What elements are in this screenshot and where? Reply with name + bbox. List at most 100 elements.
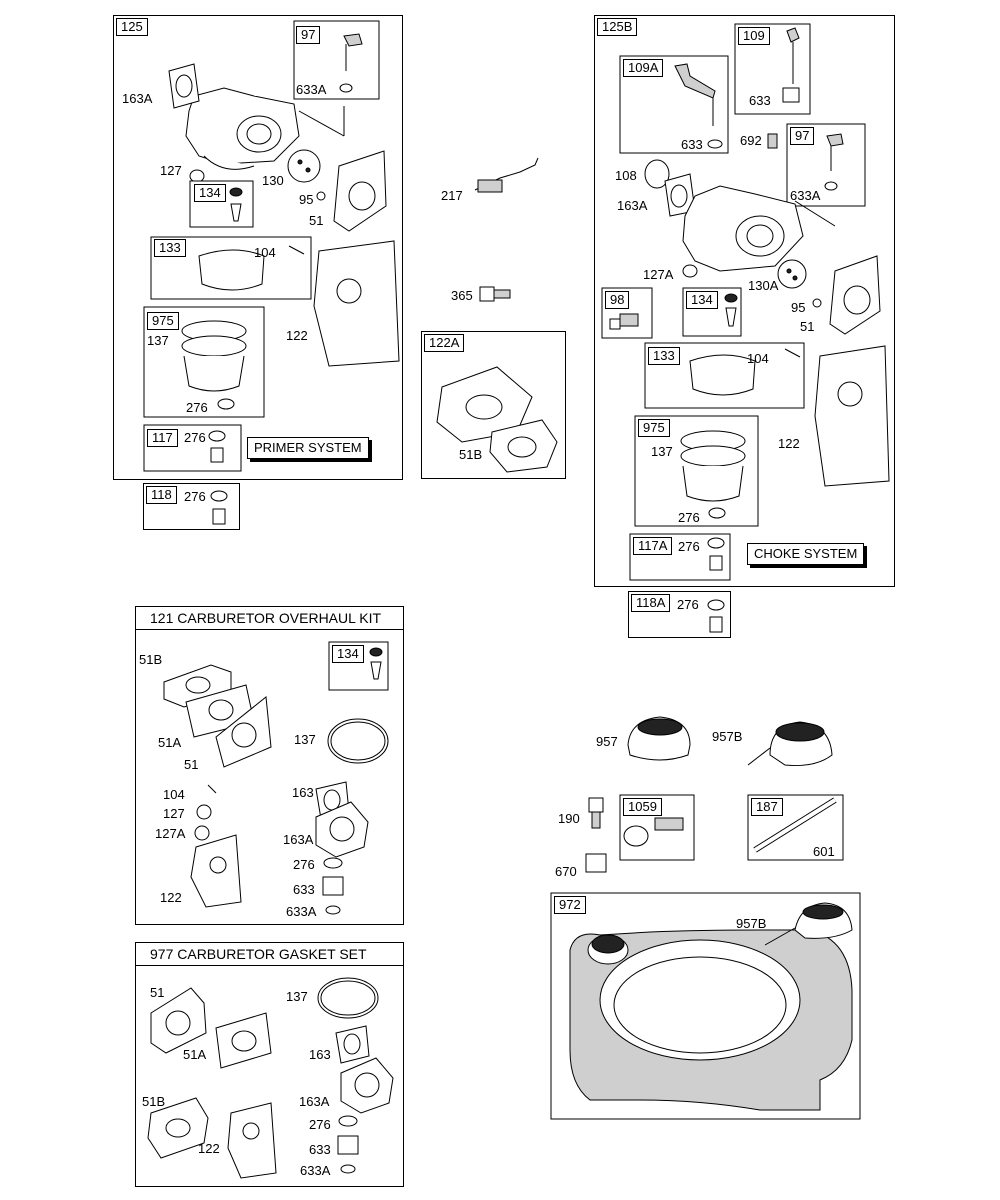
label-163A: 163A (122, 91, 153, 106)
label-51B-kit977: 51B (142, 1094, 166, 1109)
label-163A-b: 163A (617, 198, 648, 213)
label-190: 190 (558, 811, 580, 826)
kit-977-gasket-set: 977 CARBURETOR GASKET SET 51 137 51A 163… (135, 942, 404, 1187)
label-122-kit977: 122 (198, 1141, 220, 1156)
tag-118A: 118A (631, 594, 671, 612)
label-51: 51 (309, 213, 324, 228)
label-163-kit121: 163 (292, 785, 314, 800)
label-127-kit121: 127 (163, 806, 185, 821)
label-122-b: 122 (778, 436, 800, 451)
label-957B: 957B (712, 729, 743, 744)
label-957: 957 (596, 734, 618, 749)
kit-977-title: 977 CARBURETOR GASKET SET (136, 943, 403, 966)
fitting-118A-drawing (707, 599, 725, 633)
label-127: 127 (160, 163, 182, 178)
box-118A: 118A 276 (628, 591, 731, 638)
label-276-kit977: 276 (309, 1117, 331, 1132)
label-163A-kit977: 163A (299, 1094, 330, 1109)
tag-117: 117 (147, 429, 178, 447)
label-104-b: 104 (747, 351, 769, 366)
tag-125: 125 (116, 18, 148, 36)
tag-98: 98 (605, 291, 630, 309)
label-104-kit121: 104 (163, 787, 185, 802)
box-125-carburetor: 125 (113, 15, 403, 480)
label-108: 108 (615, 168, 637, 183)
label-51-b: 51 (800, 319, 815, 334)
label-95: 95 (299, 192, 314, 207)
label-122: 122 (286, 328, 308, 343)
tag-133-b: 133 (648, 347, 680, 365)
label-633A: 633A (296, 82, 327, 97)
tag-118: 118 (146, 486, 177, 504)
label-95-b: 95 (791, 300, 806, 315)
kit-121-overhaul: 121 CARBURETOR OVERHAUL KIT 51B 134 51A … (135, 606, 404, 925)
tag-975-b: 975 (638, 419, 670, 437)
label-276: 276 (186, 400, 208, 415)
tag-134-kit121: 134 (332, 645, 364, 663)
choke-system-label: CHOKE SYSTEM (747, 543, 865, 565)
label-51-kit121: 51 (184, 757, 199, 772)
label-122-kit121: 122 (160, 890, 182, 905)
tag-109A: 109A (623, 59, 664, 77)
label-633-kit977: 633 (309, 1142, 331, 1157)
label-104: 104 (254, 245, 276, 260)
label-276-118A: 276 (677, 597, 699, 612)
gasket-122A-drawing (436, 366, 558, 473)
label-276-b: 276 (678, 510, 700, 525)
label-633A-b: 633A (790, 188, 821, 203)
tag-122A: 122A (424, 334, 465, 352)
label-137-kit121: 137 (294, 732, 316, 747)
label-276-117A: 276 (678, 539, 700, 554)
tag-109: 109 (738, 27, 770, 45)
label-957B-tank: 957B (736, 916, 767, 931)
box-125B-carburetor: 125B (594, 15, 895, 587)
tag-117A: 117A (633, 537, 673, 555)
label-137-b: 137 (651, 444, 673, 459)
label-163A-kit121: 163A (283, 832, 314, 847)
label-127A: 127A (643, 267, 674, 282)
label-51A-kit977: 51A (183, 1047, 207, 1062)
label-276-117: 276 (184, 430, 206, 445)
tag-972: 972 (554, 896, 586, 914)
label-633A-kit977: 633A (300, 1163, 331, 1178)
label-276-118: 276 (184, 489, 206, 504)
tag-134: 134 (194, 184, 226, 202)
label-365: 365 (451, 288, 473, 303)
label-137: 137 (147, 333, 169, 348)
label-633-109: 633 (749, 93, 771, 108)
label-217: 217 (441, 188, 463, 203)
label-163-kit977: 163 (309, 1047, 331, 1062)
carburetor-125B-drawing (601, 23, 890, 581)
label-51-kit977: 51 (150, 985, 165, 1000)
label-633: 633 (681, 137, 703, 152)
tag-1059: 1059 (623, 798, 662, 816)
label-130A: 130A (748, 278, 779, 293)
box-118: 118 276 (143, 483, 240, 530)
label-51A-kit121: 51A (158, 735, 182, 750)
primer-system-label: PRIMER SYSTEM (247, 437, 369, 459)
tag-975: 975 (147, 312, 179, 330)
tag-125B: 125B (597, 18, 638, 36)
label-130: 130 (262, 173, 284, 188)
box-122A: 122A 51B (421, 331, 566, 479)
tag-133: 133 (154, 239, 186, 257)
label-51B: 51B (459, 447, 483, 462)
tag-134-b: 134 (686, 291, 718, 309)
label-670: 670 (555, 864, 577, 879)
label-633-kit121: 633 (293, 882, 315, 897)
label-127A-kit121: 127A (155, 826, 186, 841)
tag-187: 187 (751, 798, 783, 816)
tag-97: 97 (296, 26, 321, 44)
kit-977-drawing (147, 977, 394, 1179)
fitting-118-drawing (210, 490, 228, 525)
label-633A-kit121: 633A (286, 904, 317, 919)
label-601: 601 (813, 844, 835, 859)
label-692: 692 (740, 133, 762, 148)
label-137-kit977: 137 (286, 989, 308, 1004)
kit-121-title: 121 CARBURETOR OVERHAUL KIT (136, 607, 403, 630)
kit-121-drawing (163, 641, 389, 915)
tag-97-b: 97 (790, 127, 815, 145)
label-276-kit121: 276 (293, 857, 315, 872)
